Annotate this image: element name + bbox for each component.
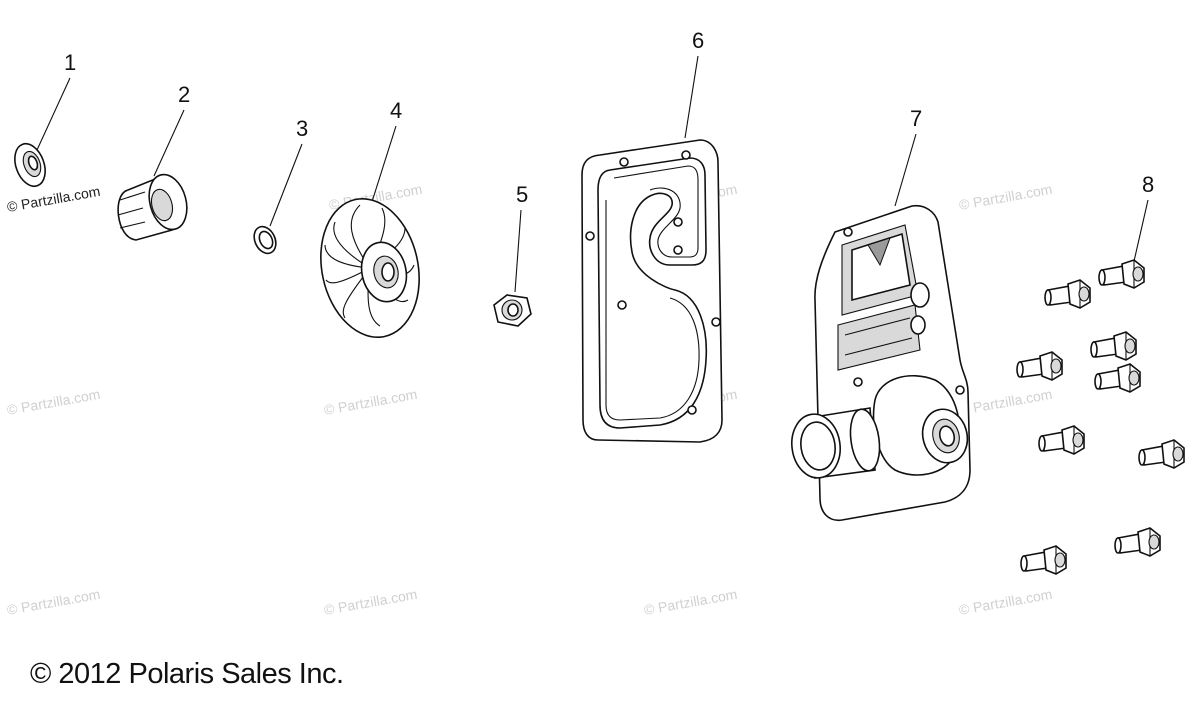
bolt[interactable] xyxy=(1114,527,1161,557)
bolt[interactable] xyxy=(1044,279,1091,309)
part-1-seal[interactable]: 1 xyxy=(9,50,76,190)
callout-5: 5 xyxy=(516,182,528,207)
watermark: © Partzilla.com xyxy=(6,386,102,418)
watermark: © Partzilla.com xyxy=(958,386,1054,418)
callout-8: 8 xyxy=(1142,172,1154,197)
copyright-text: © 2012 Polaris Sales Inc. xyxy=(30,658,344,690)
callout-2: 2 xyxy=(178,82,190,107)
watermark: © Partzilla.com xyxy=(958,181,1054,213)
part-2-bearing[interactable]: 2 xyxy=(117,82,193,241)
callout-7: 7 xyxy=(910,106,922,131)
part-7-pump-cover[interactable]: 7 xyxy=(788,106,973,522)
watermark: © Partzilla.com xyxy=(958,586,1054,618)
bolt[interactable] xyxy=(1038,425,1085,455)
callout-3: 3 xyxy=(296,116,308,141)
part-5-nut[interactable]: 5 xyxy=(493,182,532,327)
bolt[interactable] xyxy=(1094,363,1141,393)
part-4-impeller[interactable]: 4 xyxy=(308,98,431,346)
watermark: © Partzilla.com xyxy=(6,586,102,618)
watermark: © Partzilla.com xyxy=(643,586,739,618)
watermark: © Partzilla.com xyxy=(323,386,419,418)
callout-6: 6 xyxy=(692,28,704,53)
part-6-gasket[interactable]: 6 xyxy=(581,28,723,443)
callout-1: 1 xyxy=(64,50,76,75)
bolt[interactable] xyxy=(1090,331,1137,361)
watermark: © Partzilla.com xyxy=(6,183,102,215)
bolt[interactable] xyxy=(1098,259,1145,289)
bolt[interactable] xyxy=(1020,545,1067,575)
watermark: © Partzilla.com xyxy=(323,586,419,618)
bolt[interactable] xyxy=(1138,439,1185,469)
callout-4: 4 xyxy=(390,98,402,123)
part-8-bolts[interactable]: 8 xyxy=(1016,172,1185,575)
bolt[interactable] xyxy=(1016,351,1063,381)
part-3-washer[interactable]: 3 xyxy=(250,116,308,257)
